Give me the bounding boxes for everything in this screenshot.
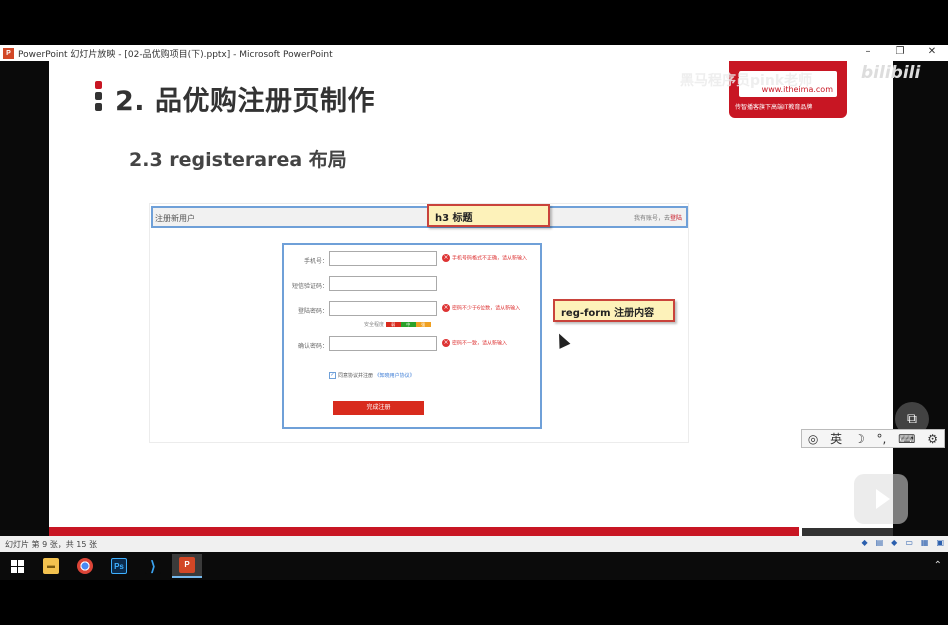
form-row-label: 确认密码： xyxy=(297,343,328,350)
form-row-label: 手机号： xyxy=(303,258,328,265)
minimize-button[interactable]: – xyxy=(865,46,871,57)
h3-title-bar: 注册新用户 我有账号，去登陆 xyxy=(151,206,688,228)
confirm-password-input[interactable] xyxy=(329,336,437,351)
ime-logo-icon[interactable]: ◎ xyxy=(807,431,819,446)
reg-form: 手机号： ×手机号码格式不正确，请从新输入 短信验证码： 登陆密码： ×密码不少… xyxy=(282,243,542,429)
password-input[interactable] xyxy=(329,301,437,316)
statusbar-controls: ◆ ▤ ◆ ▭ ▦ ▣ xyxy=(861,538,944,547)
title-bullet xyxy=(95,92,102,100)
normal-view-icon[interactable]: ▭ xyxy=(905,538,913,547)
vscode-icon[interactable]: ⟩ xyxy=(138,554,168,578)
h3-login-hint: 我有账号，去登陆 xyxy=(633,215,682,222)
brand-logo: www.itheima.com 传智播客旗下高端IT教育品牌 xyxy=(729,61,847,118)
slide-heading: 2. 品优购注册页制作 xyxy=(115,86,375,117)
strength-strong: 强 xyxy=(415,322,431,327)
slide-subheading: 2.3 registerarea 布局 xyxy=(129,149,347,171)
window-controls: – ❐ ✕ xyxy=(852,45,948,61)
keyboard-icon[interactable]: ⌨ xyxy=(898,431,916,446)
slide-counter: 幻灯片 第 9 张，共 15 张 xyxy=(5,540,97,549)
error-message: ×密码不一致，请从新输入 xyxy=(442,339,508,347)
chrome-icon[interactable] xyxy=(70,554,100,578)
password-strength: 安全程度 弱中强 xyxy=(364,321,431,328)
sorter-view-icon[interactable]: ▦ xyxy=(920,538,929,547)
error-icon: × xyxy=(442,304,450,312)
logo-tagline: 传智播客旗下高端IT教育品牌 xyxy=(735,104,813,111)
agree-row: ✓同意协议并注册 《知晓用户协议》 xyxy=(329,372,415,379)
error-message: ×密码不少于6位数，请从新输入 xyxy=(442,304,521,312)
sms-code-input[interactable] xyxy=(329,276,437,291)
submit-button[interactable]: 完成注册 xyxy=(333,401,424,415)
play-icon[interactable] xyxy=(854,474,908,524)
strength-weak: 弱 xyxy=(385,322,401,327)
windows-taskbar: ▬ Ps ⟩ P ⌃ xyxy=(0,552,948,580)
title-bullet xyxy=(95,81,102,89)
strength-medium: 中 xyxy=(400,322,416,327)
slide-menu-icon[interactable]: ▤ xyxy=(875,538,884,547)
restore-button[interactable]: ❐ xyxy=(895,46,905,57)
slide-right-margin xyxy=(893,61,948,536)
photoshop-icon[interactable]: Ps xyxy=(104,554,134,578)
ime-lang[interactable]: 英 xyxy=(830,432,843,446)
punctuation-icon[interactable]: °, xyxy=(876,431,887,446)
next-slide-icon[interactable]: ◆ xyxy=(891,538,898,547)
bilibili-logo: bilibili xyxy=(861,63,921,83)
window-title: PowerPoint 幻灯片放映 - [02-品优购项目(下).pptx] - … xyxy=(18,49,333,60)
slide-left-margin xyxy=(0,61,49,536)
agree-checkbox[interactable]: ✓ xyxy=(329,372,336,379)
title-bullets xyxy=(95,81,103,114)
ime-toolbar: ◎ 英 ☽ °, ⌨ ⚙ xyxy=(801,429,945,448)
login-link[interactable]: 登陆 xyxy=(669,215,682,222)
error-icon: × xyxy=(442,339,450,347)
agreement-link[interactable]: 《知晓用户协议》 xyxy=(374,373,415,379)
ppt-titlebar: P PowerPoint 幻灯片放映 - [02-品优购项目(下).pptx] … xyxy=(0,45,948,61)
prev-slide-icon[interactable]: ◆ xyxy=(861,538,868,547)
slide-footer-dark xyxy=(802,528,893,536)
logo-site: www.itheima.com xyxy=(739,71,837,97)
close-button[interactable]: ✕ xyxy=(927,46,937,57)
tray-chevron-icon[interactable]: ⌃ xyxy=(933,560,942,571)
video-watermark: 黑马程序员pink老师 xyxy=(680,73,813,89)
file-explorer-icon[interactable]: ▬ xyxy=(36,554,66,578)
form-row-label: 登陆密码： xyxy=(297,308,328,315)
slide[interactable]: 2. 品优购注册页制作 2.3 registerarea 布局 www.ithe… xyxy=(49,61,893,536)
registerarea-box xyxy=(149,203,689,443)
moon-icon[interactable]: ☽ xyxy=(853,431,865,446)
title-bullet xyxy=(95,103,102,111)
slide-bottom-bar xyxy=(49,527,799,536)
error-message: ×手机号码格式不正确，请从新输入 xyxy=(442,254,528,262)
powerpoint-icon: P xyxy=(3,47,14,59)
h3-callout-label: h3 标题 xyxy=(427,204,550,227)
windows-start-icon[interactable] xyxy=(2,554,32,578)
error-icon: × xyxy=(442,254,450,262)
ppt-statusbar: 幻灯片 第 9 张，共 15 张 ◆ ▤ ◆ ▭ ▦ ▣ xyxy=(0,536,948,552)
reading-view-icon[interactable]: ▣ xyxy=(936,538,944,547)
form-row-label: 短信验证码： xyxy=(291,283,328,290)
settings-gear-icon[interactable]: ⚙ xyxy=(927,431,939,446)
reg-form-callout-label: reg-form 注册内容 xyxy=(553,299,675,322)
h3-title: 注册新用户 xyxy=(155,214,195,223)
powerpoint-taskbar-icon[interactable]: P xyxy=(172,554,202,578)
phone-input[interactable] xyxy=(329,251,437,266)
